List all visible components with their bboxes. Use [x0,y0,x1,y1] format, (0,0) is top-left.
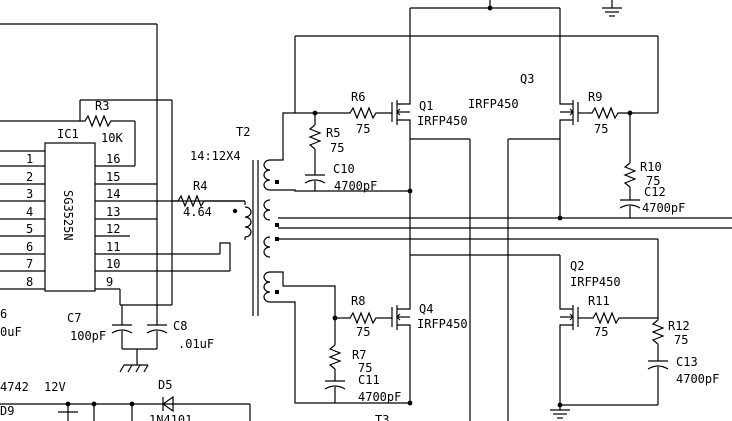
r8-value: 75 [356,325,370,339]
ic1-body [44,142,96,292]
transformer-t2: T2 14:12X4 [190,125,279,316]
c11-value: 4700pF [358,390,401,404]
c10-value: 4700pF [334,179,377,193]
ic1-pin-label: 14 [106,187,120,201]
q2-ref: Q2 [570,259,584,273]
c8-ref: C8 [173,319,187,333]
r7-value: 75 [358,361,372,375]
q3-gate-network: R9 75 R10 75 C12 4700pF [588,90,685,218]
c12-ref: C12 [644,185,666,199]
capacitor-c7: C7 100pF [67,305,133,349]
q3-ref: Q3 [520,72,534,86]
ground-ic [119,348,157,373]
r5-ref: R5 [326,126,340,140]
resistor-r4: R4 4.64 [172,179,245,219]
c11-ref: C11 [358,373,380,387]
c7-value: 100pF [70,329,106,343]
t2-ratio: 14:12X4 [190,149,241,163]
r10-ref: R10 [640,160,662,174]
ic1-pin-label: 6 [26,240,33,254]
mosfet-q3 [559,96,588,218]
ic1-left-pins: 1 2 3 4 5 6 7 8 [0,152,45,290]
c10-ref: C10 [333,162,355,176]
t2-ref: T2 [236,125,250,139]
zener-partial-label: 4742 [0,380,29,394]
r4-value: 4.64 [183,205,212,219]
r3-value: 10K [101,131,123,145]
ic1-sg3525n: IC1 SG3525N 1 2 3 4 5 6 7 8 [0,127,245,292]
r3-ref: R3 [95,99,109,113]
ic1-right-pins: 16 15 14 13 12 11 10 9 [95,152,245,290]
r11-ref: R11 [588,294,610,308]
r9-ref: R9 [588,90,602,104]
r6-ref: R6 [351,90,365,104]
c6-ref: 6 [0,307,7,321]
t3-ref-partial: T3 [375,413,389,421]
ic1-pin-label: 5 [26,222,33,236]
r6-value: 75 [356,122,370,136]
capacitor-c6-partial: 6 0uF [0,307,22,339]
ic1-pin-label: 11 [106,240,120,254]
r5-value: 75 [330,141,344,155]
c7-ref: C7 [67,311,81,325]
ic1-pin-label: 8 [26,275,33,289]
q1-part: IRFP450 [417,114,468,128]
ic1-pin-label: 3 [26,187,33,201]
ic1-pin-label: 1 [26,152,33,166]
ic1-pin-label: 9 [106,275,113,289]
r7-ref: R7 [352,348,366,362]
r9-value: 75 [594,122,608,136]
ic1-pin-label: 10 [106,257,120,271]
q2-part: IRFP450 [570,275,621,289]
left-top-wires [0,23,173,306]
r4-ref: R4 [193,179,207,193]
ic1-pin-label: 15 [106,170,120,184]
mosfet-q1: Q1 IRFP450 [391,8,468,191]
ic1-ref: IC1 [57,127,79,141]
q4-gate-network: R8 75 R7 75 C11 4700pF [270,271,413,406]
c13-ref: C13 [676,355,698,369]
r10-value: 75 [646,174,660,188]
c12-value: 4700pF [642,201,685,215]
d5-ref: D5 [158,378,172,392]
top-rails [294,0,659,113]
q4-part: IRFP450 [417,317,468,331]
ic1-pin-label: 2 [26,170,33,184]
d9-partial-label: D9 [0,404,14,418]
capacitor-c8: C8 .01uF [146,305,214,351]
d5-part: 1N4101 [149,413,192,421]
c8-value: .01uF [178,337,214,351]
c13-value: 4700pF [676,372,719,386]
r11-value: 75 [594,325,608,339]
q1-ref: Q1 [419,99,433,113]
q4-ref: Q4 [419,302,433,316]
ic1-pin-label: 7 [26,257,33,271]
r8-ref: R8 [351,294,365,308]
ic1-pin-label: 12 [106,222,120,236]
ic1-part: SG3525N [61,190,75,241]
r12-value: 75 [674,333,688,347]
q3-part: IRFP450 [468,97,519,111]
bottom-supply-row: 4742 12V D9 D5 1N4101 T3 [0,378,389,421]
ic1-pin-label: 4 [26,205,33,219]
supply-label: 12V [44,380,66,394]
q1-gate-network: R6 75 R5 75 C10 4700pF [270,90,413,194]
r12-ref: R12 [668,319,690,333]
mosfet-q2: Q2 IRFP450 [559,259,621,405]
ic1-pin-label: 13 [106,205,120,219]
resistor-r3: R3 10K [80,99,123,145]
q2-gate-network: R11 75 R12 75 C13 4700pF [550,294,719,419]
c6-value: 0uF [0,325,22,339]
mid-buses [278,138,732,421]
mosfet-q4: Q4 IRFP450 [391,302,468,403]
ic1-pin-label: 16 [106,152,120,166]
